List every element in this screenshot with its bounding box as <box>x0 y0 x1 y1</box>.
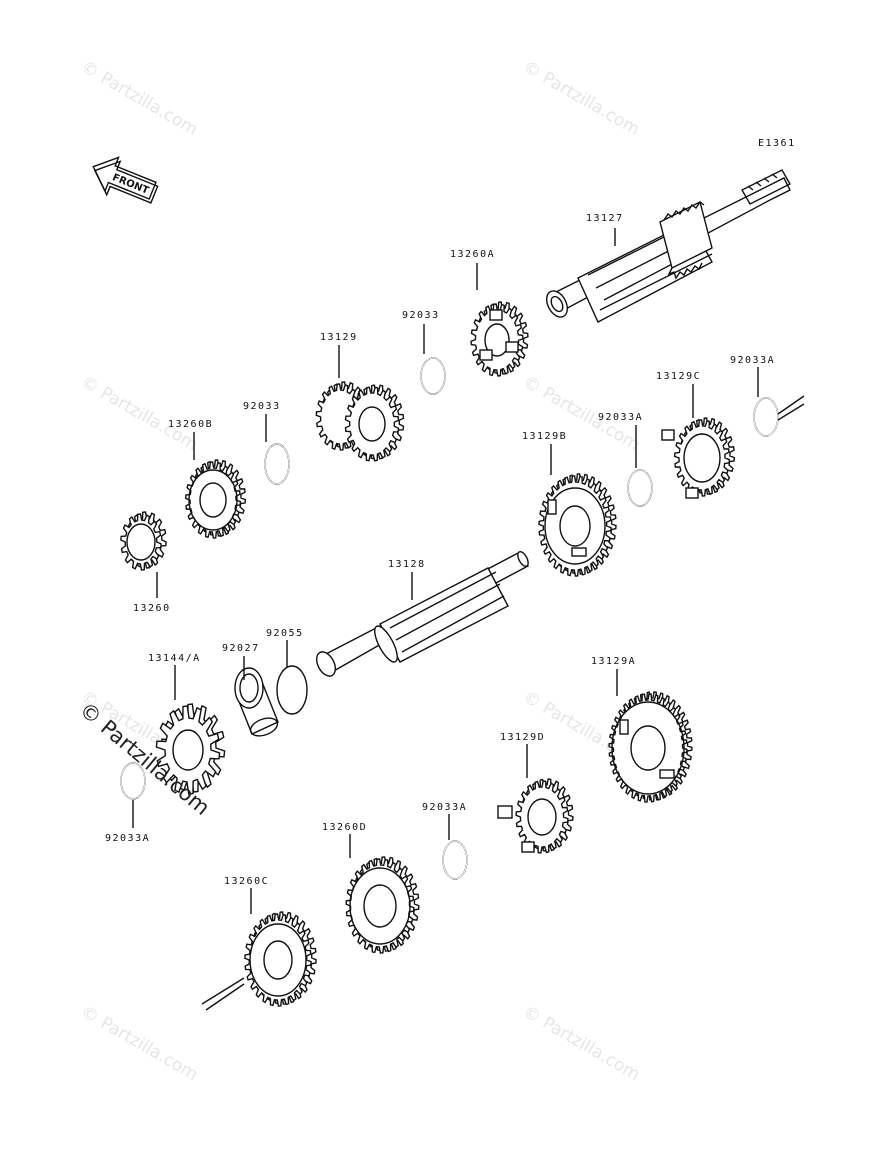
gear-outline <box>244 913 312 1007</box>
part-92027-collar <box>234 667 279 737</box>
label-13128: 13128 <box>388 559 426 570</box>
part-13144A-sprocket <box>155 703 226 795</box>
label-13129B: 13129B <box>522 431 567 442</box>
part-92055-o-ring <box>276 665 308 715</box>
part-13128-shaft <box>315 550 529 677</box>
watermark-text: © Partzilla.com <box>78 57 202 140</box>
label-13260D: 13260D <box>322 822 367 833</box>
part-13260A-gear <box>470 301 529 377</box>
label-92033A-4: 92033A <box>422 802 467 813</box>
label-13144A: 13144/A <box>148 653 201 664</box>
part-92033A-circlip-1 <box>753 395 805 437</box>
gear-outline <box>184 461 242 539</box>
gear-outline <box>608 693 688 803</box>
label-13260B: 13260B <box>168 419 213 430</box>
label-92033-2: 92033 <box>243 401 281 412</box>
part-92033A-circlip-2 <box>627 469 653 507</box>
part-13260-gear <box>120 511 167 571</box>
part-92033A-circlip-3 <box>120 762 146 800</box>
part-13129C-gear <box>661 417 736 499</box>
front-arrow-icon: FRONT <box>92 156 159 204</box>
label-92033-1: 92033 <box>402 310 440 321</box>
part-13260D-gear <box>345 856 420 954</box>
watermark-text: © Partzilla.com <box>78 372 202 455</box>
part-13127-shaft <box>545 169 791 323</box>
label-92055: 92055 <box>266 628 304 639</box>
part-13129B-gear <box>538 473 617 577</box>
watermark-text: © Partzilla.com <box>520 57 644 140</box>
label-13127: 13127 <box>586 213 624 224</box>
label-92033A-1: 92033A <box>730 355 775 366</box>
gear-outline <box>538 475 612 577</box>
part-92033A-circlip-4 <box>442 840 468 880</box>
part-13260C-gear <box>201 911 317 1011</box>
label-13260C: 13260C <box>224 876 269 887</box>
gear-outline <box>344 386 400 462</box>
label-13260A: 13260A <box>450 249 495 260</box>
watermark-text: © Partzilla.com <box>78 1002 202 1085</box>
gear-outline <box>673 419 731 497</box>
part-92033-circlip-2 <box>264 443 290 485</box>
label-92027: 92027 <box>222 643 260 654</box>
label-13129A: 13129A <box>591 656 636 667</box>
gear-outline <box>120 513 162 571</box>
label-13129: 13129 <box>320 332 358 343</box>
part-13129-gear <box>315 381 405 462</box>
part-13129A-gear <box>608 691 693 803</box>
part-13260B-gear <box>184 459 247 539</box>
label-13129C: 13129C <box>656 371 701 382</box>
gear-outline <box>515 780 569 854</box>
diagram-code: E1361 <box>758 138 796 149</box>
watermark-text: © Partzilla.com <box>520 1002 644 1085</box>
part-92033-circlip-1 <box>420 357 446 395</box>
label-92033A-2: 92033A <box>598 412 643 423</box>
gear-outline <box>155 705 221 795</box>
label-13260: 13260 <box>133 603 171 614</box>
part-13129D-gear <box>497 778 574 854</box>
label-92033A-3: 92033A <box>105 833 150 844</box>
label-13129D: 13129D <box>500 732 545 743</box>
